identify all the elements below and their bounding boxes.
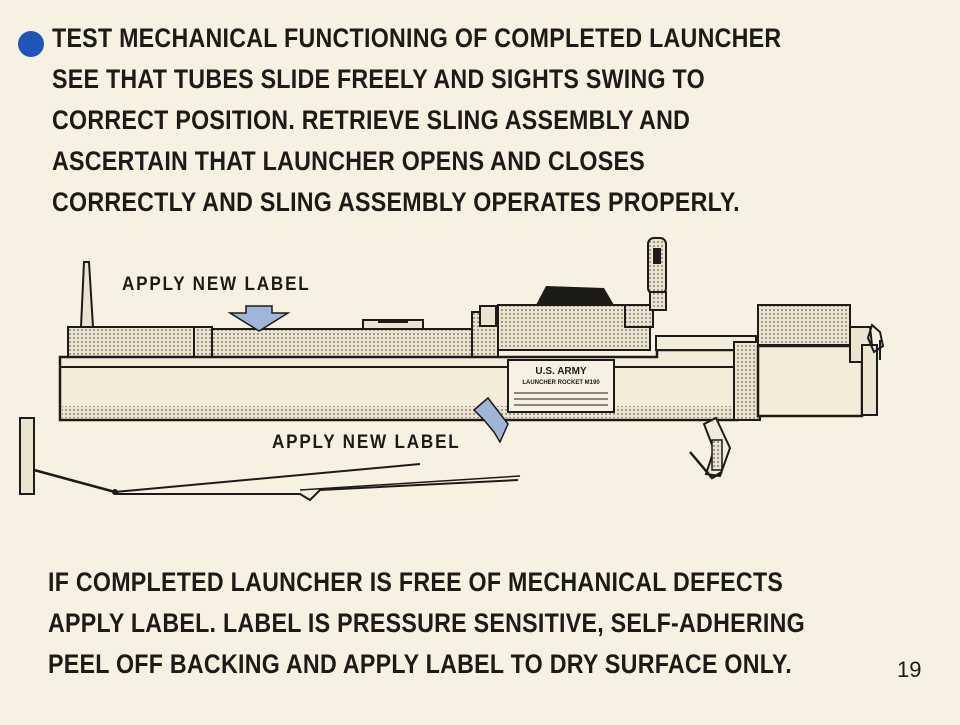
footer-line-3: PEEL OFF BACKING AND APPLY LABEL TO DRY … [48, 649, 792, 679]
plate-army-text: U.S. ARMY [535, 366, 587, 377]
instruction-line-5: CORRECTLY AND SLING ASSEMBLY OPERATES PR… [52, 187, 740, 217]
rear-sight-assembly [647, 237, 667, 311]
plate-launcher-text: LAUNCHER ROCKET M190 [522, 380, 600, 386]
arrow-down-icon [227, 305, 291, 332]
sling-assembly [19, 417, 521, 502]
instruction-line-1: TEST MECHANICAL FUNCTIONING OF COMPLETED… [52, 23, 782, 53]
callout-apply-label-bottom: APPLY NEW LABEL [272, 432, 461, 453]
page-number: 19 [897, 657, 922, 682]
label-instructions-paragraph: IF COMPLETED LAUNCHER IS FREE OF MECHANI… [48, 562, 805, 685]
front-sight-post [79, 261, 95, 328]
trigger-grip [689, 416, 732, 480]
upper-tube-body [67, 286, 654, 358]
instruction-line-3: CORRECT POSITION. RETRIEVE SLING ASSEMBL… [52, 105, 691, 135]
footer-line-1: IF COMPLETED LAUNCHER IS FREE OF MECHANI… [48, 567, 784, 597]
identification-plate: U.S. ARMY LAUNCHER ROCKET M190 [507, 359, 615, 413]
instruction-line-4: ASCERTAIN THAT LAUNCHER OPENS AND CLOSES [52, 146, 645, 176]
footer-line-2: APPLY LABEL. LABEL IS PRESSURE SENSITIVE… [48, 608, 805, 638]
arrow-up-icon [472, 396, 509, 444]
blue-bullet-dot [18, 31, 44, 57]
callout-apply-label-top: APPLY NEW LABEL [122, 274, 311, 295]
instruction-line-2: SEE THAT TUBES SLIDE FREELY AND SIGHTS S… [52, 64, 705, 94]
test-instructions-paragraph: TEST MECHANICAL FUNCTIONING OF COMPLETED… [52, 18, 781, 223]
